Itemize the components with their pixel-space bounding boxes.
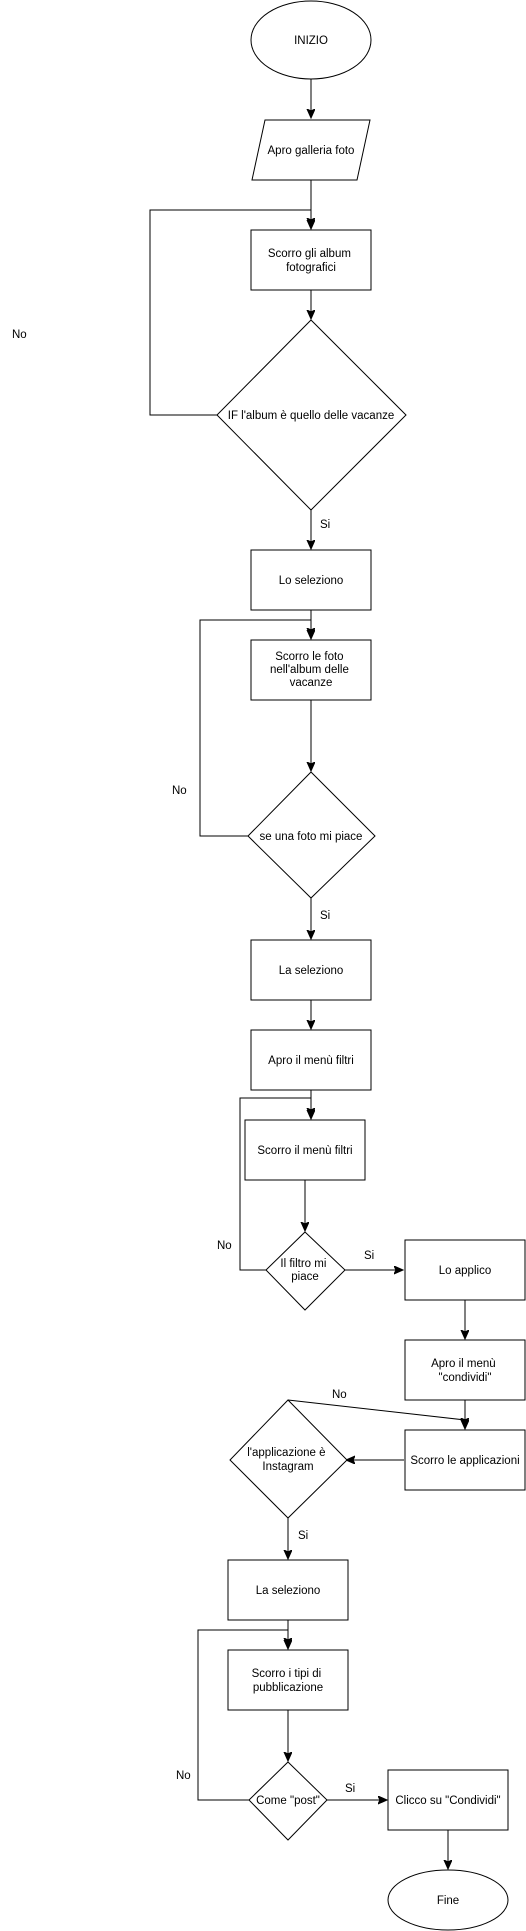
- end-ellipse: [387, 1869, 509, 1931]
- process-box: [387, 1769, 509, 1831]
- node-apro-galleria-label: Apro galleria foto: [268, 145, 355, 157]
- node-app-instagram-label: l'applicazione è Instagram: [247, 1447, 328, 1473]
- label-si-album: Si: [320, 519, 330, 531]
- node-scorro-app-label: Scorro le applicazioni: [410, 1455, 519, 1467]
- node-scorro-album-label: Scorro gli album fotografici: [268, 248, 354, 274]
- node-lo-applico: Lo applico: [404, 1239, 526, 1301]
- node-if-album-label: IF l'album è quello delle vacanze: [228, 410, 395, 422]
- node-la-seleziono-2-label: La seleziono: [256, 1585, 321, 1597]
- process-box: [227, 1559, 349, 1621]
- process-box: [404, 1239, 526, 1301]
- process-box: [227, 1649, 349, 1711]
- node-scorro-album: Scorro gli album fotografici: [250, 229, 372, 291]
- node-apro-galleria: Apro galleria foto: [251, 119, 371, 181]
- decision-diamond: [248, 1761, 328, 1841]
- label-no-app: No: [332, 1389, 347, 1401]
- node-fine-label: Fine: [437, 1895, 459, 1907]
- node-fine: Fine: [387, 1869, 509, 1931]
- node-la-seleziono-2: La seleziono: [227, 1559, 349, 1621]
- process-box: [404, 1339, 526, 1401]
- edge-foto-no: [199, 619, 311, 837]
- decision-diamond: [265, 1231, 346, 1311]
- process-box: [250, 549, 372, 611]
- label-no-album: No: [12, 329, 27, 341]
- node-scorro-tipi-label: Scorro i tipi di pubblicazione: [252, 1668, 325, 1694]
- process-box: [250, 229, 372, 291]
- node-apro-filtri-label: Apro il menù filtri: [268, 1055, 354, 1067]
- edge-if-album-no: [149, 209, 311, 416]
- node-app-instagram: l'applicazione è Instagram: [229, 1399, 348, 1519]
- label-si-post: Si: [345, 1783, 355, 1795]
- decision-diamond: [229, 1399, 348, 1519]
- node-clicco: Clicco su "Condividi": [387, 1769, 509, 1831]
- node-scorro-tipi: Scorro i tipi di pubblicazione: [227, 1649, 349, 1711]
- process-box: [250, 1029, 372, 1091]
- node-scorro-filtri: Scorro il menù filtri: [244, 1119, 366, 1181]
- node-foto-piace: se una foto mi piace: [247, 771, 376, 899]
- label-si-foto: Si: [320, 910, 330, 922]
- node-apro-condividi-label: Apro il menù "condividi": [431, 1358, 499, 1384]
- node-foto-piace-label: se una foto mi piace: [260, 831, 363, 843]
- edge-labels: No Si No Si No Si No Si No Si: [12, 329, 374, 1795]
- node-come-post: Come "post": [248, 1761, 328, 1841]
- edge-post-no: [197, 1629, 288, 1801]
- label-si-filtro: Si: [364, 1250, 374, 1262]
- node-clicco-label: Clicco su "Condividi": [395, 1795, 500, 1807]
- node-inizio-label: INIZIO: [294, 35, 328, 47]
- edge-instagram-no: [287, 1399, 465, 1426]
- label-no-post: No: [176, 1770, 191, 1782]
- input-parallelogram: [251, 119, 371, 181]
- node-filtro-piace: Il filtro mi piace: [265, 1231, 346, 1311]
- node-if-album: IF l'album è quello delle vacanze: [216, 319, 407, 511]
- node-lo-seleziono-label: Lo seleziono: [279, 575, 344, 587]
- decision-diamond: [247, 771, 376, 899]
- node-lo-applico-label: Lo applico: [439, 1265, 491, 1277]
- node-filtro-piace-label: Il filtro mi piace: [280, 1258, 329, 1283]
- node-apro-condividi: Apro il menù "condividi": [404, 1339, 526, 1401]
- process-box: [404, 1429, 526, 1491]
- edges: [149, 79, 465, 1868]
- node-scorro-filtri-label: Scorro il menù filtri: [257, 1145, 352, 1157]
- node-la-seleziono-1: La seleziono: [250, 939, 372, 1001]
- process-box: [250, 939, 372, 1001]
- node-scorro-app: Scorro le applicazioni: [404, 1429, 526, 1491]
- node-come-post-label: Come "post": [256, 1795, 320, 1807]
- node-lo-seleziono: Lo seleziono: [250, 549, 372, 611]
- process-box: [244, 1119, 366, 1181]
- start-ellipse: [250, 0, 372, 80]
- label-si-app: Si: [298, 1530, 308, 1542]
- node-inizio: INIZIO: [250, 0, 372, 80]
- decision-diamond: [216, 319, 407, 511]
- node-apro-filtri: Apro il menù filtri: [250, 1029, 372, 1091]
- node-la-seleziono-1-label: La seleziono: [279, 965, 344, 977]
- node-scorro-foto-label: Scorro le foto nell'album delle vacanze: [270, 651, 352, 689]
- node-scorro-foto: Scorro le foto nell'album delle vacanze: [250, 639, 372, 701]
- process-box: [250, 639, 372, 701]
- edge-filtro-no: [239, 1097, 311, 1271]
- label-no-filtro: No: [217, 1240, 232, 1252]
- label-no-foto: No: [172, 785, 187, 797]
